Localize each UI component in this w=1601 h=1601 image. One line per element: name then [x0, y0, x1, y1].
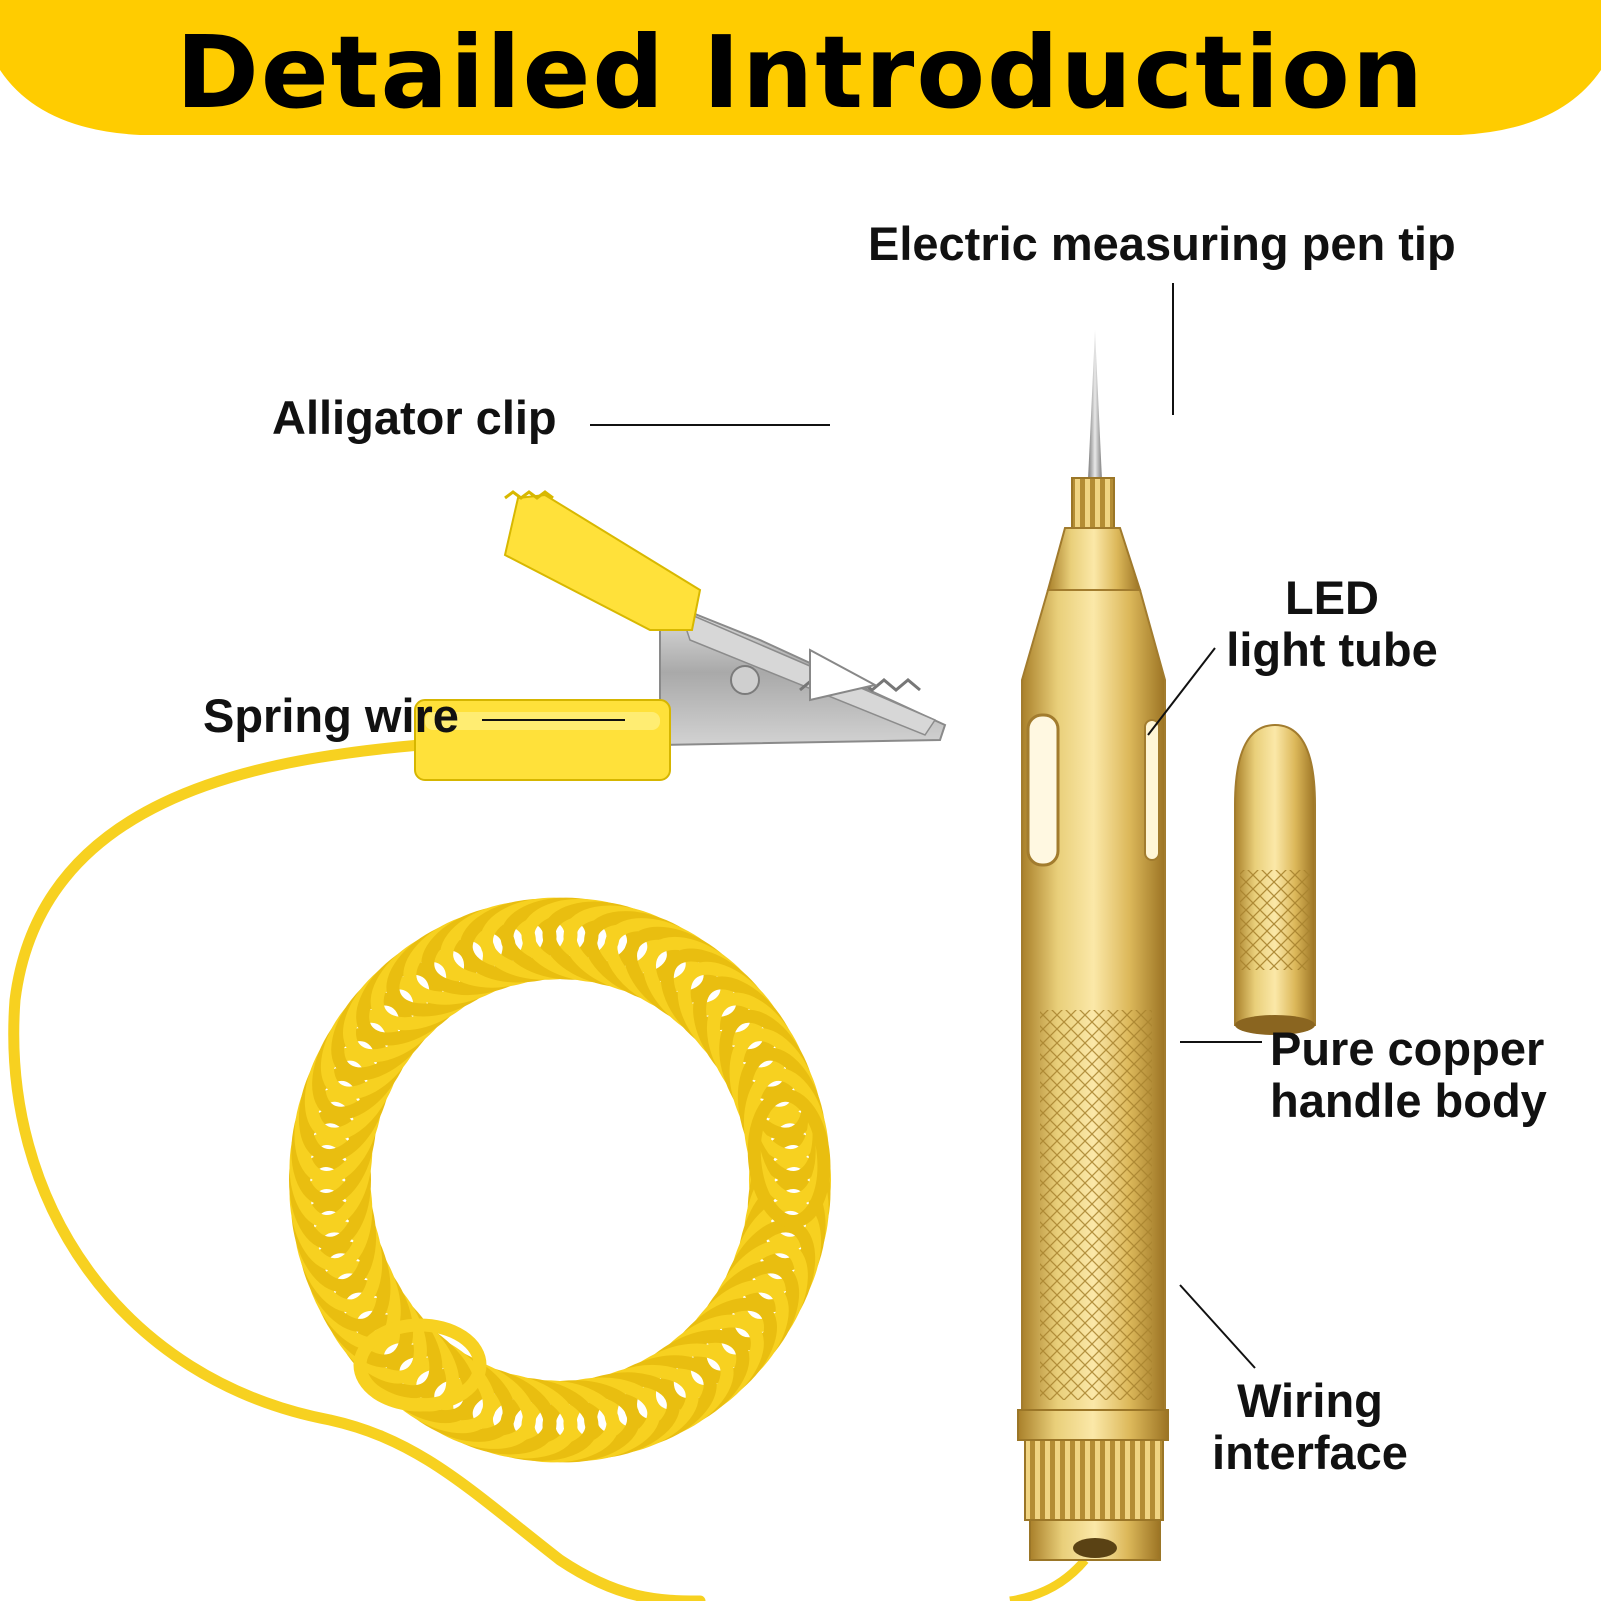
leader-lines [482, 283, 1262, 1369]
alligator-clip-image [414, 490, 947, 781]
page-title: Detailed Introduction [175, 14, 1426, 131]
label-alligator-clip: Alligator clip [272, 391, 557, 444]
coil-end-loop [353, 1318, 487, 1412]
label-wiring-line2: interface [1212, 1426, 1408, 1479]
label-copper-body: Pure copper handle body [1270, 1023, 1547, 1127]
pen-wire-lead [1009, 1557, 1089, 1601]
leader-led [1147, 647, 1216, 736]
test-pen-image [1017, 330, 1169, 1561]
coiled-spring-wire [289, 897, 831, 1463]
label-wiring-interface: Wiring interface [1180, 1375, 1440, 1479]
title-banner [0, 0, 1601, 135]
label-copper-line1: Pure copper [1270, 1022, 1545, 1075]
label-pen-tip: Electric measuring pen tip [868, 217, 1456, 270]
label-led-tube: LED light tube [1212, 572, 1452, 676]
label-wiring-line1: Wiring [1237, 1374, 1383, 1427]
label-led-line2: light tube [1226, 623, 1438, 676]
spring-wire-lead [8, 739, 706, 1601]
label-led-line1: LED [1285, 571, 1379, 624]
leader-wiring-interface [1179, 1284, 1256, 1369]
label-copper-line2: handle body [1270, 1074, 1547, 1127]
coil-loop [747, 1088, 831, 1229]
pen-cap-image [1234, 723, 1316, 1035]
label-spring-wire: Spring wire [203, 689, 459, 742]
